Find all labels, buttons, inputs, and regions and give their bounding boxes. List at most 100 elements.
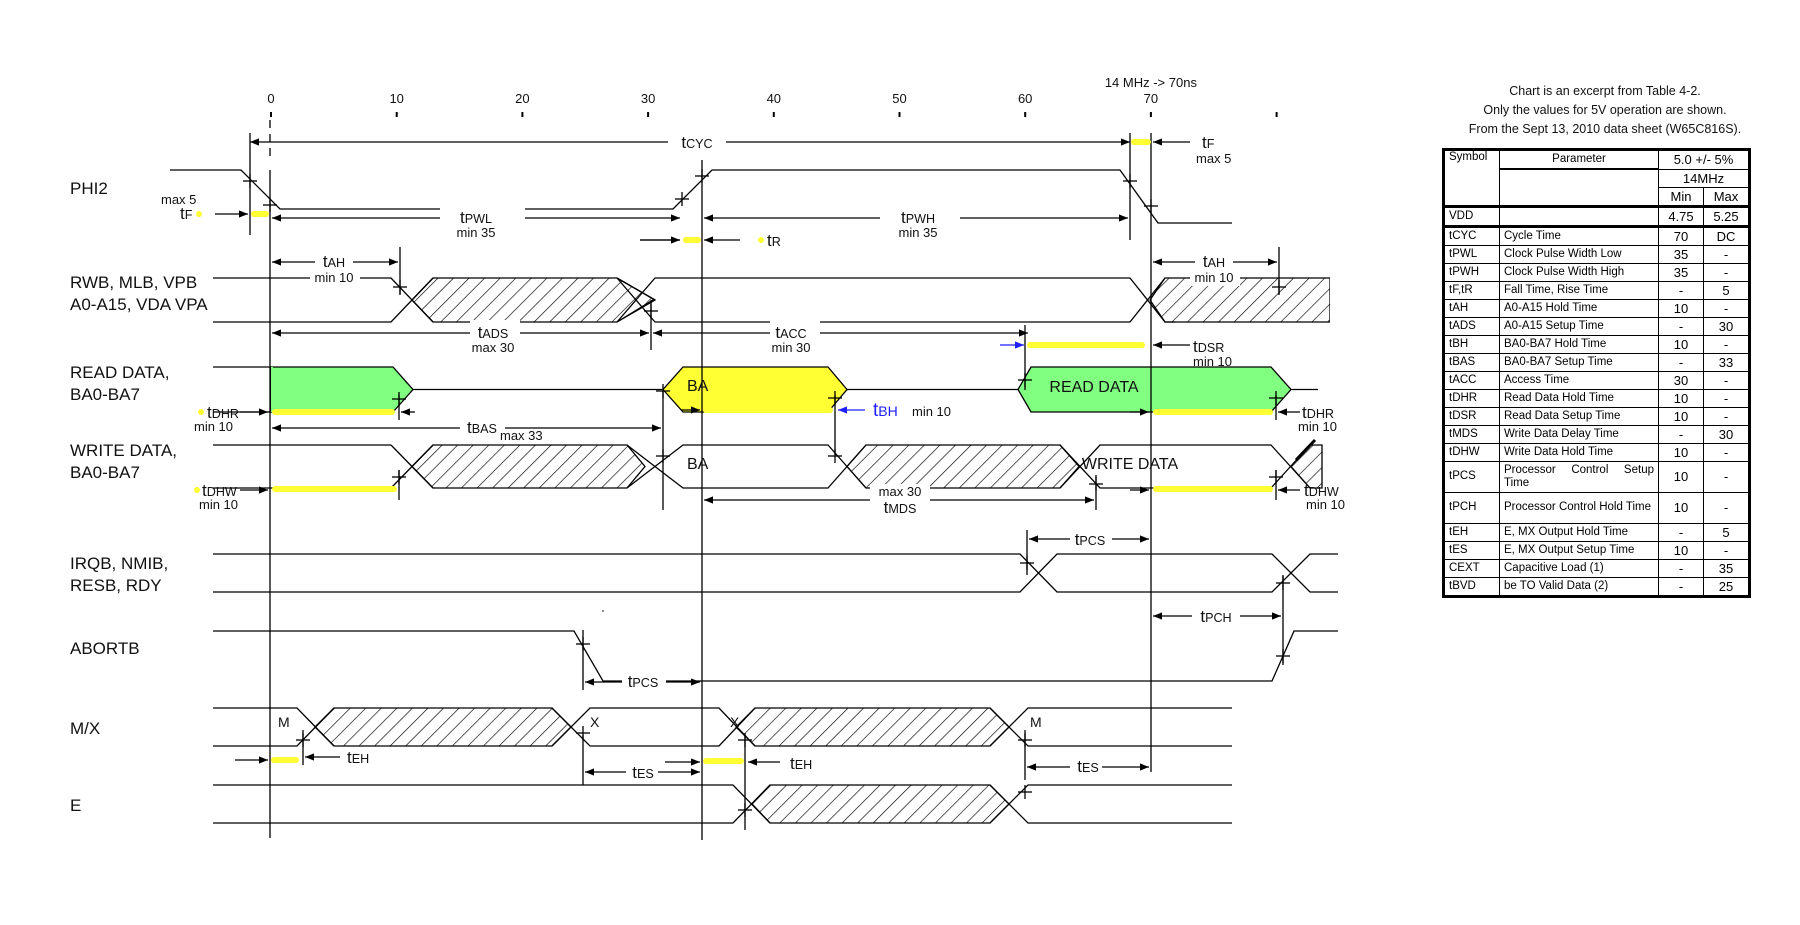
row-symbol: tBAS — [1443, 352, 1500, 372]
e-bottom — [989, 784, 1232, 824]
tah-limit: min 10 — [314, 270, 353, 285]
mx-m-label: M — [278, 714, 290, 730]
row-max: - — [1703, 262, 1750, 282]
row-max: 35 — [1703, 558, 1750, 578]
row-min: - — [1658, 424, 1704, 444]
row-min: - — [1658, 352, 1704, 372]
tpch-label-bg — [1192, 605, 1240, 623]
row-max: - — [1703, 442, 1750, 462]
mx-m-top — [989, 707, 1232, 747]
row-min: - — [1658, 316, 1704, 336]
tpcs-abort-label: tPCS — [628, 672, 659, 691]
highlight-marks — [194, 139, 1273, 764]
mx-m-bottom — [989, 707, 1232, 747]
row-symbol: tPWH — [1443, 262, 1500, 282]
row-parameter: Write Data Delay Time — [1499, 424, 1659, 444]
tpwl-label: tPWL — [460, 208, 492, 227]
tah-right-label: tAH — [1203, 252, 1225, 271]
tacc-label: tACC — [775, 323, 806, 342]
row-max: - — [1703, 406, 1750, 426]
row-min: 10 — [1658, 334, 1704, 354]
signal-label-read: READ DATA, BA0-BA7 — [70, 363, 170, 404]
tr-label: tR — [767, 231, 781, 250]
write-end-bold — [1294, 438, 1317, 462]
row-parameter: Capacitive Load (1) — [1499, 558, 1659, 578]
tah-right-label-bg — [1195, 249, 1233, 267]
header-parameter-blank — [1499, 168, 1659, 208]
row-min: 30 — [1658, 370, 1704, 390]
row-max: - — [1703, 491, 1750, 524]
irq-line-b — [213, 553, 1338, 593]
tads-label: tADS — [478, 323, 509, 342]
tf-right-label: tF — [1202, 133, 1215, 152]
tbas-label-bg — [460, 416, 505, 434]
tes-right-label: tES — [1077, 757, 1099, 776]
row-symbol: tPWL — [1443, 244, 1500, 264]
row-max: 30 — [1703, 316, 1750, 336]
teh-right-label: tEH — [790, 754, 812, 773]
header-min: Min — [1658, 186, 1704, 208]
row-max: 5 — [1703, 280, 1750, 300]
mask — [1330, 274, 1370, 326]
row-symbol: tDSR — [1443, 406, 1500, 426]
mx-x-label: X — [590, 714, 600, 730]
row-max: 5.25 — [1703, 205, 1750, 228]
row-max: - — [1703, 370, 1750, 390]
teh-label: tEH — [347, 748, 369, 767]
tbh-label: tBH — [873, 400, 898, 421]
tbh-limit: min 10 — [912, 404, 951, 419]
row-max: - — [1703, 334, 1750, 354]
tf-left-limit: max 5 — [161, 192, 196, 207]
e-edge — [213, 784, 771, 824]
tf-dot — [196, 211, 202, 217]
tmds-label-bg — [870, 484, 930, 516]
row-max: 33 — [1703, 352, 1750, 372]
axis-tick-label: 20 — [515, 91, 529, 106]
ba-write-label: BA — [687, 456, 709, 473]
irq-line-a — [213, 553, 1338, 593]
tads-limit: max 30 — [472, 340, 515, 355]
tr-dot — [758, 237, 764, 243]
tdhw-right-label: tDHW — [1304, 481, 1339, 500]
write-invalid-2 — [846, 444, 1080, 489]
tpcs-irq-label: tPCS — [1075, 530, 1106, 549]
addr-invalid-end — [1149, 277, 1331, 323]
row-parameter: E, MX Output Setup Time — [1499, 540, 1659, 560]
mx-x-top — [551, 707, 756, 747]
tacc-label-bg — [770, 320, 820, 338]
tdhr-right-limit: min 10 — [1298, 419, 1337, 434]
axis-tick-label: 30 — [641, 91, 655, 106]
row-max: DC — [1703, 225, 1750, 246]
row-parameter: A0-A15 Hold Time — [1499, 298, 1659, 318]
row-symbol: tCYC — [1443, 225, 1500, 246]
axis-tick-label: 10 — [389, 91, 403, 106]
row-min: 35 — [1658, 244, 1704, 264]
note-line-2: Only the values for 5V operation are sho… — [1483, 103, 1727, 117]
row-parameter: BA0-BA7 Hold Time — [1499, 334, 1659, 354]
pad — [271, 367, 273, 412]
header-frequency: 14MHz — [1658, 168, 1750, 188]
axis-tick-label: 70 — [1144, 91, 1158, 106]
reference-lines — [249, 120, 1284, 840]
header-condition: 5.0 +/- 5% — [1658, 149, 1750, 170]
signal-label-irq: IRQB, NMIB, RESB, RDY — [70, 554, 169, 595]
row-parameter: BA0-BA7 Setup Time — [1499, 352, 1659, 372]
row-min: 10 — [1658, 388, 1704, 408]
tmds-limit: max 30 — [879, 484, 922, 499]
tf-right-limit: max 5 — [1196, 151, 1231, 166]
row-parameter: Access Time — [1499, 370, 1659, 390]
tdhr-limit: min 10 — [194, 419, 233, 434]
axis-tick-label: 50 — [892, 91, 906, 106]
row-symbol: tEH — [1443, 522, 1500, 542]
frequency-note: 14 MHz -> 70ns — [1105, 75, 1198, 90]
tmds-label: tMDS — [884, 498, 917, 517]
row-parameter: E, MX Output Hold Time — [1499, 522, 1659, 542]
row-symbol: tADS — [1443, 316, 1500, 336]
